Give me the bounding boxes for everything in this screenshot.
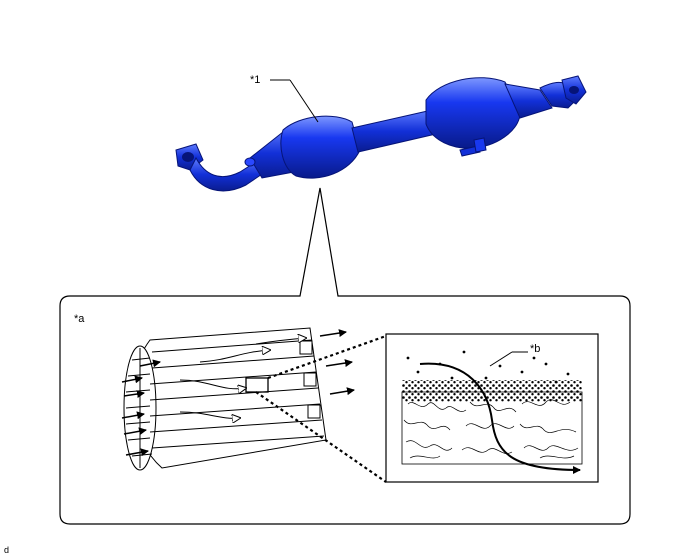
magnified-wall-section <box>385 333 599 483</box>
honeycomb-filter-cutaway <box>123 327 327 471</box>
soot-layer <box>402 380 582 402</box>
callout-1: *1 <box>250 74 260 86</box>
magnifier-connector-lines <box>255 334 387 483</box>
internal-flow-arrows <box>179 338 306 418</box>
outlet-flow-arrows <box>319 329 355 396</box>
callout-b: *b <box>530 343 540 355</box>
catalytic-converter-assembly <box>175 75 587 192</box>
callout-a: *a <box>74 313 85 325</box>
leader-line-b <box>489 351 513 367</box>
inlet-flow-arrows <box>121 359 161 457</box>
filtration-flow-arrow <box>419 362 581 474</box>
leader-line-1b <box>289 79 319 123</box>
figure-caption: d <box>4 545 10 555</box>
